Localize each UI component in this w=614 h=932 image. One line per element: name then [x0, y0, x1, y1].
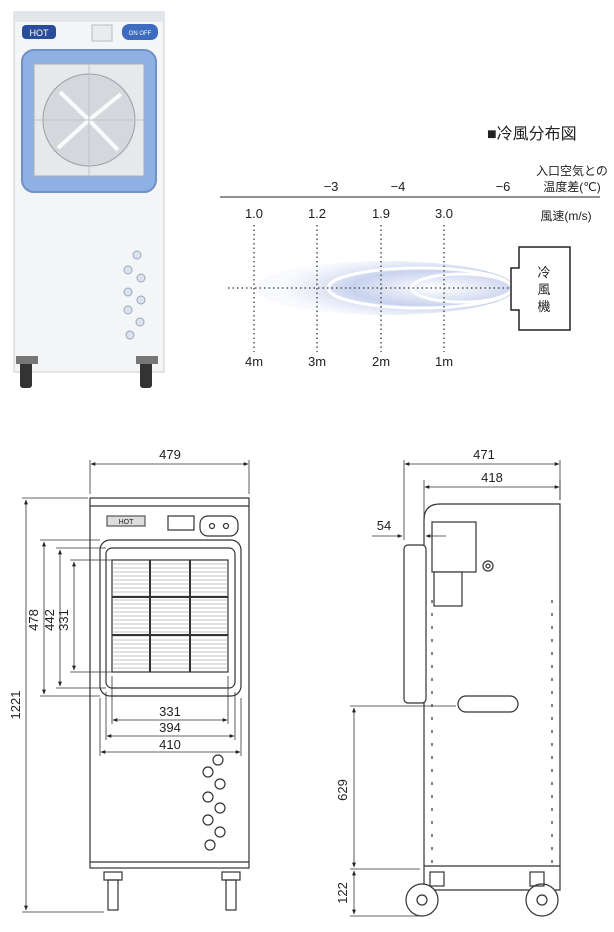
panel-badge-text: ON OFF [129, 31, 152, 37]
front-casters [103, 871, 241, 911]
dim-grille-inner-h: 331 [56, 609, 71, 631]
side-view-dimensions: 471 418 54 629 122 [335, 447, 561, 917]
distance-3: 2m [372, 354, 390, 369]
speed-4: 3.0 [435, 206, 453, 221]
nameplate [106, 515, 146, 527]
distance-2: 3m [308, 354, 326, 369]
brand-badge [22, 25, 56, 39]
dim-side-bottom-height: 122 [335, 882, 350, 904]
svg-text:HOT: HOT [119, 519, 135, 526]
temp-header-line1: 入口空気との [536, 163, 608, 178]
distance-1: 4m [245, 354, 263, 369]
dim-grille-inner-w: 331 [159, 704, 181, 719]
side-handle [457, 695, 519, 713]
dim-side-offset: 54 [377, 518, 391, 533]
front-knobs [202, 754, 226, 851]
dim-grille-mid-h: 442 [42, 609, 57, 631]
panel-badge [122, 24, 158, 40]
brand-badge-text: HOT [30, 28, 50, 38]
svg-text:機: 機 [537, 299, 550, 314]
dim-side-total-width: 471 [473, 447, 495, 462]
svg-text:冷: 冷 [537, 265, 550, 280]
speed-2: 1.2 [308, 206, 326, 221]
side-casters [405, 871, 559, 917]
dim-grille-outer-w: 410 [159, 737, 181, 752]
temp-diff-2: −4 [391, 179, 406, 194]
dim-front-width: 479 [159, 447, 181, 462]
dim-side-body-width: 418 [481, 470, 503, 485]
cooler-unit-box: 冷 風 機 [510, 246, 571, 331]
temp-header-line2: 温度差(℃) [543, 179, 600, 194]
dim-side-mid-height: 629 [335, 779, 350, 801]
side-drain-port [482, 560, 494, 572]
dim-grille-mid-w: 394 [159, 720, 181, 735]
dim-grille-outer-h: 478 [26, 609, 41, 631]
photo-knobs [123, 250, 146, 340]
distance-lines [228, 225, 512, 352]
front-view-dimensions: 479 1221 478 442 331 331 394 410 [8, 447, 250, 913]
speed-1: 1.0 [245, 206, 263, 221]
control-panel [199, 515, 239, 537]
distance-4: 1m [435, 354, 453, 369]
front-view-drawing: HOT [89, 497, 250, 911]
speed-3: 1.9 [372, 206, 390, 221]
dim-front-height: 1221 [8, 691, 23, 720]
speed-header: 風速(m/s) [540, 209, 591, 223]
temp-diff-1: −3 [324, 179, 339, 194]
distribution-title: ■冷風分布図 [487, 125, 577, 143]
side-water-tank-cap [431, 521, 477, 573]
cool-air-distribution: ■冷風分布図 入口空気との 温度差(℃) −3 −4 −6 風速(m/s) 1.… [220, 125, 608, 369]
temp-diff-3: −6 [496, 179, 511, 194]
svg-text:風: 風 [537, 282, 550, 297]
product-photo: HOT ON OFF [13, 11, 165, 388]
side-view-drawing [403, 503, 561, 917]
